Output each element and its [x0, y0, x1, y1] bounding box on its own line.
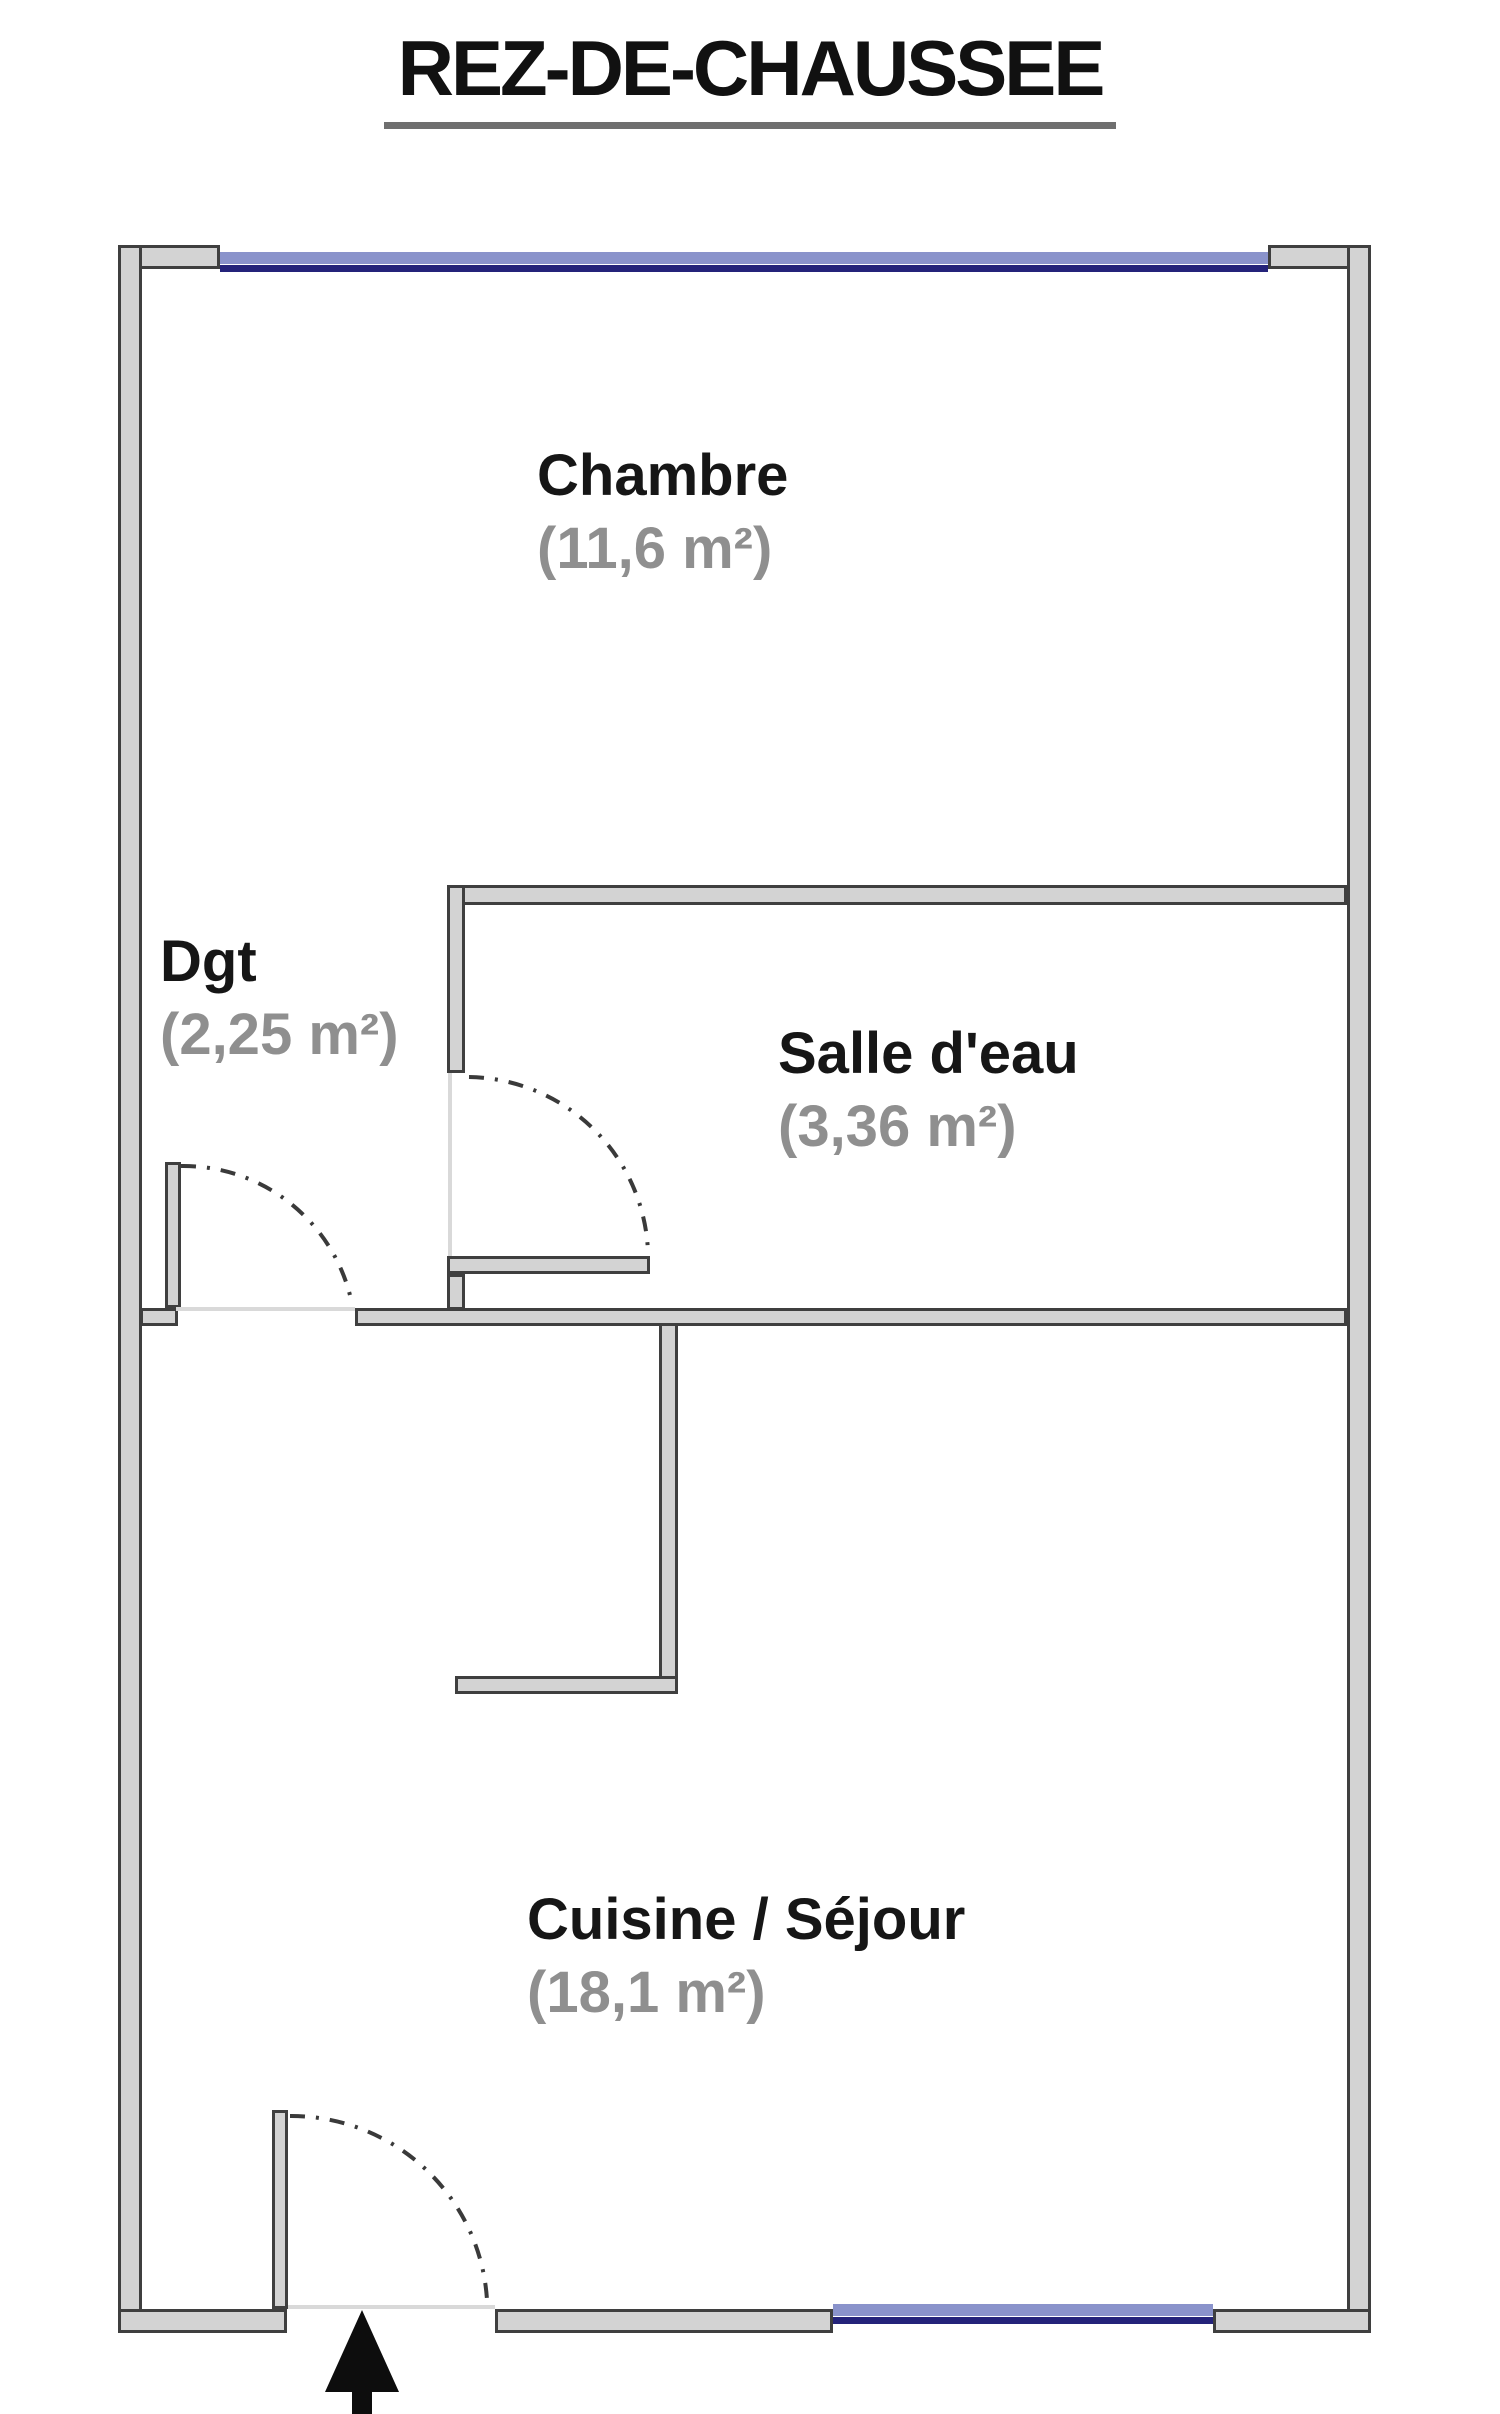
- room-label-chambre: Chambre (11,6 m²): [537, 440, 788, 585]
- page-title: REZ-DE-CHAUSSEE: [383, 27, 1117, 129]
- wall-divider-middle: [355, 1308, 1347, 1326]
- window-top-glass-dark: [220, 265, 1268, 272]
- window-bottom-glass-dark: [833, 2317, 1213, 2324]
- room-name-dgt: Dgt: [160, 929, 257, 994]
- room-label-cuisine-sejour: Cuisine / Séjour (18,1 m²): [527, 1884, 965, 2029]
- room-area-dgt: (2,25 m²): [160, 1001, 399, 1067]
- window-top-glass-light: [220, 252, 1268, 264]
- threshold-salle-deau-door: [448, 1073, 452, 1256]
- wall-dgt-stub: [140, 1308, 178, 1326]
- room-name-cuisine-sejour: Cuisine / Séjour: [527, 1887, 966, 1952]
- window-bottom-glass-light: [833, 2304, 1213, 2316]
- entrance-arrow-icon: [325, 2310, 399, 2414]
- title-wrap: REZ-DE-CHAUSSEE: [0, 27, 1500, 129]
- room-label-dgt: Dgt (2,25 m²): [160, 926, 399, 1071]
- room-area-salle-deau: (3,36 m²): [778, 1093, 1017, 1159]
- room-label-salle-deau: Salle d'eau (3,36 m²): [778, 1018, 1079, 1163]
- wall-exterior-bottom-left: [118, 2309, 287, 2333]
- wall-exterior-right: [1347, 245, 1371, 2333]
- wall-salle-deau-left: [447, 885, 465, 1073]
- room-name-chambre: Chambre: [537, 443, 789, 508]
- door-arc-dgt: [180, 1163, 354, 1305]
- wall-partition-return: [455, 1676, 678, 1694]
- room-name-salle-deau: Salle d'eau: [778, 1021, 1079, 1086]
- threshold-dgt-door: [176, 1307, 355, 1311]
- door-leaf-entrance: [272, 2110, 288, 2309]
- wall-exterior-bottom-mid: [495, 2309, 833, 2333]
- wall-exterior-bottom-right: [1213, 2309, 1371, 2333]
- door-arc-entrance: [289, 2113, 489, 2301]
- door-leaf-dgt: [165, 1162, 181, 1308]
- room-area-chambre: (11,6 m²): [537, 515, 773, 581]
- door-arc-salle-deau: [468, 1075, 650, 1253]
- threshold-entrance-door: [288, 2305, 495, 2309]
- wall-salle-deau-bottom-bar: [447, 1256, 650, 1274]
- room-area-cuisine-sejour: (18,1 m²): [527, 1959, 766, 2025]
